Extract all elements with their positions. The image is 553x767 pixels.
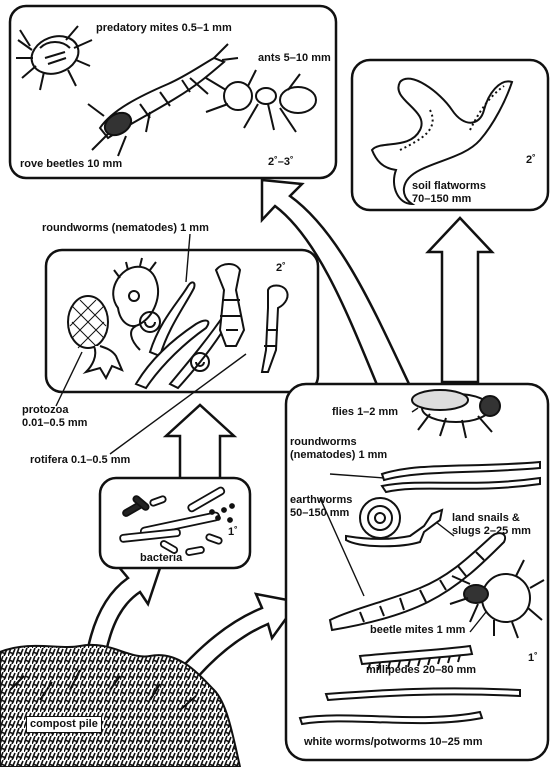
- label-predatory-mites: predatory mites 0.5–1 mm: [96, 22, 232, 35]
- label-ants: ants 5–10 mm: [258, 52, 331, 65]
- label-bottom-level: 1˚: [528, 652, 538, 665]
- label-bacteria-level: 1˚: [228, 526, 238, 539]
- label-compost-pile: compost pile: [26, 716, 102, 733]
- label-rove-beetles: rove beetles 10 mm: [20, 158, 122, 171]
- label-white-worms: white worms/potworms 10–25 mm: [304, 736, 483, 749]
- arrow-bacteria-to-middle: [166, 405, 234, 488]
- label-land-snails: land snails & slugs 2–25 mm: [452, 512, 531, 538]
- label-flatworm-level: 2˚: [526, 154, 536, 167]
- label-bacteria: bacteria: [140, 552, 182, 565]
- label-soil-flatworms: soil flatworms 70–150 mm: [412, 180, 486, 206]
- label-earthworms: earthworms 50–150 mm: [290, 494, 352, 520]
- label-rotifera: rotifera 0.1–0.5 mm: [30, 454, 130, 467]
- label-top-level: 2˚–3˚: [268, 156, 294, 169]
- label-flies: flies 1–2 mm: [332, 406, 398, 419]
- label-millipedes: millipedes 20–80 mm: [366, 664, 476, 677]
- label-beetle-mites: beetle mites 1 mm: [370, 624, 465, 637]
- arrow-bottom-to-flatworms: [428, 218, 492, 382]
- label-middle-level: 2˚: [276, 262, 286, 275]
- label-protozoa: protozoa 0.01–0.5 mm: [22, 404, 87, 430]
- arrow-compost-to-bacteria: [88, 566, 160, 652]
- label-roundworms-middle: roundworms (nematodes) 1 mm: [42, 222, 209, 235]
- label-roundworms-lower: roundworms (nematodes) 1 mm: [290, 436, 387, 462]
